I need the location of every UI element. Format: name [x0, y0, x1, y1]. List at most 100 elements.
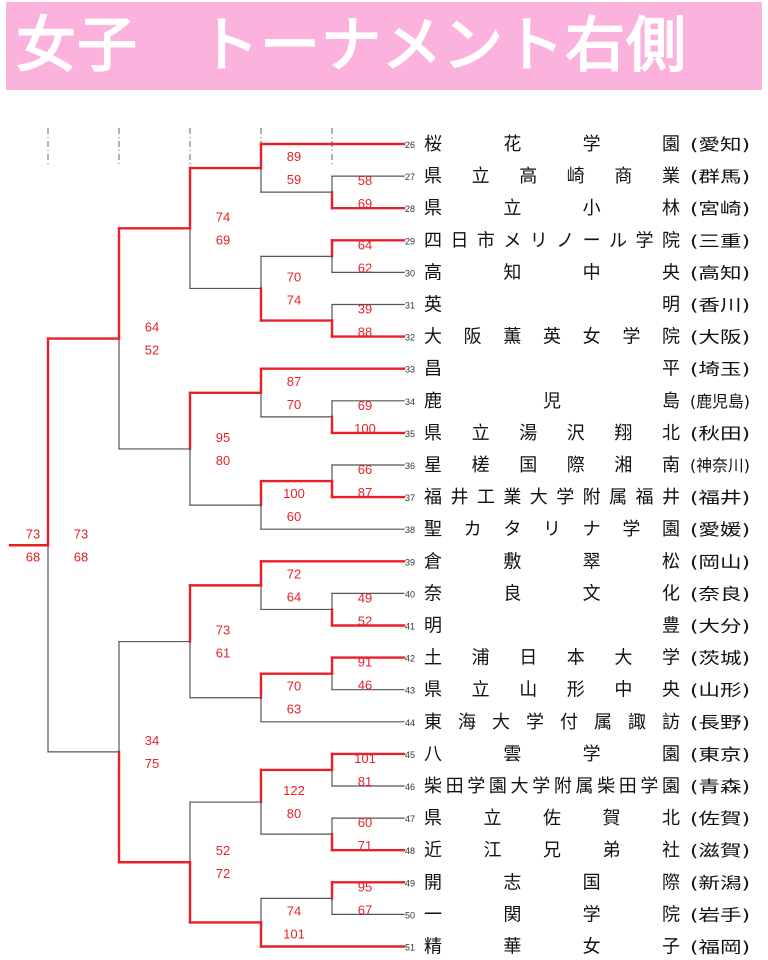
team-name-char: 豊 [662, 616, 680, 637]
title-banner: 女子 トーナメント右側 [6, 2, 762, 90]
team-prefecture: (大分) [690, 617, 750, 636]
team-prefecture: (福岡) [690, 938, 750, 957]
score-m21-a: 73 [216, 623, 230, 638]
score-final-a-label: 73 [26, 526, 40, 541]
score-m20-a: 95 [216, 430, 230, 445]
team-name-char: 学 [532, 776, 550, 797]
team-prefecture: (神奈川) [690, 456, 750, 475]
team-name-char: 江 [484, 840, 502, 861]
team-name-char: 小 [583, 198, 601, 219]
team-name-char: メ [503, 230, 521, 251]
team-name-char: 園 [662, 776, 680, 797]
team-prefecture: (新潟) [690, 873, 750, 892]
team-name-char: 院 [662, 230, 680, 251]
team-name-char: 大 [614, 648, 632, 669]
score-m16-a: 70 [287, 679, 301, 694]
team-name-char: 園 [489, 776, 507, 797]
team-name-char: 大 [530, 487, 548, 508]
score-m18-a: 74 [287, 903, 301, 918]
score-m9-b: 71 [358, 838, 372, 853]
score-m13-b: 70 [287, 397, 301, 412]
team-name-char: 華 [503, 937, 521, 958]
team-name-char: 属 [575, 776, 593, 797]
team-name-char: 英 [543, 327, 561, 348]
score-m5-b: 87 [358, 485, 372, 500]
team-name-char: 際 [567, 455, 585, 476]
team-name-char: 国 [519, 455, 537, 476]
team-seed-number: 27 [405, 172, 415, 182]
team-name-char: 田 [619, 776, 637, 797]
team-name-char: 沢 [567, 423, 585, 444]
score-m12-a: 70 [287, 269, 301, 284]
team-name-char: 子 [662, 937, 680, 958]
team-name-char: 海 [458, 712, 476, 733]
team-name-char: 商 [614, 166, 632, 187]
team-name-char: 田 [446, 776, 464, 797]
team-name-char: 槎 [472, 455, 490, 476]
page-title: 女子 トーナメント右側 [16, 11, 687, 81]
score-m10-b: 67 [358, 902, 372, 917]
team-name-char: 浦 [472, 648, 490, 669]
team-name-char: カ [464, 519, 482, 540]
team-name-char: 平 [662, 359, 680, 380]
score-m6-b: 52 [358, 613, 372, 628]
team-name-char: 文 [583, 583, 601, 604]
team-name-char: 明 [424, 616, 442, 637]
team-name-char: 湯 [519, 423, 537, 444]
team-seed-number: 51 [405, 943, 415, 953]
team-name-char: 雲 [503, 744, 521, 765]
team-name-char: 園 [662, 519, 680, 540]
score-m3-a: 39 [358, 302, 372, 317]
team-name-char: 土 [424, 648, 442, 669]
team-name-char: ノ [556, 230, 574, 251]
team-name-char: 附 [554, 776, 572, 797]
team-name-char: 県 [424, 808, 442, 829]
team-name-char: 柴 [597, 776, 615, 797]
team-name-char: 央 [662, 680, 680, 701]
team-seed-number: 45 [405, 750, 415, 760]
team-seed-number: 48 [405, 846, 415, 856]
team-name-char: 佐 [543, 808, 561, 829]
team-name-char: 中 [583, 262, 601, 283]
score-m24-a: 34 [145, 733, 159, 748]
team-name-char: 際 [662, 872, 680, 893]
team-name-char: 星 [424, 455, 442, 476]
score-m4-a: 69 [358, 398, 372, 413]
team-name-char: 市 [477, 230, 495, 251]
team-name-char: 属 [594, 712, 612, 733]
team-prefecture: (鹿児島) [690, 392, 750, 411]
team-name-char: 日 [450, 230, 468, 251]
team-name-char: 明 [662, 295, 680, 316]
team-name-char: 諏 [628, 712, 646, 733]
team-name-char: 学 [583, 134, 601, 155]
score-m7-a: 91 [358, 655, 372, 670]
team-name-char: 崎 [567, 166, 585, 187]
team-name-char: 立 [503, 198, 521, 219]
score-m20-b: 80 [216, 453, 230, 468]
score-m22-a: 52 [216, 843, 230, 858]
score-m24-b: 75 [145, 756, 159, 771]
score-m25-a: 73 [74, 526, 88, 541]
team-prefecture: (三重) [690, 231, 750, 250]
team-prefecture: (香川) [690, 296, 750, 315]
team-name-char: 高 [424, 262, 442, 283]
team-seed-number: 41 [405, 622, 415, 632]
team-name-char: 学 [583, 904, 601, 925]
team-prefecture: (群馬) [690, 167, 750, 186]
team-prefecture: (青森) [690, 777, 750, 796]
team-prefecture: (岩手) [690, 905, 750, 924]
team-name-char: 本 [567, 648, 585, 669]
score-m21-b: 61 [216, 646, 230, 661]
team-name-char: 化 [662, 583, 680, 604]
team-row: 41 明 豊 (大分) [405, 616, 750, 637]
team-name-char: 南 [662, 455, 680, 476]
